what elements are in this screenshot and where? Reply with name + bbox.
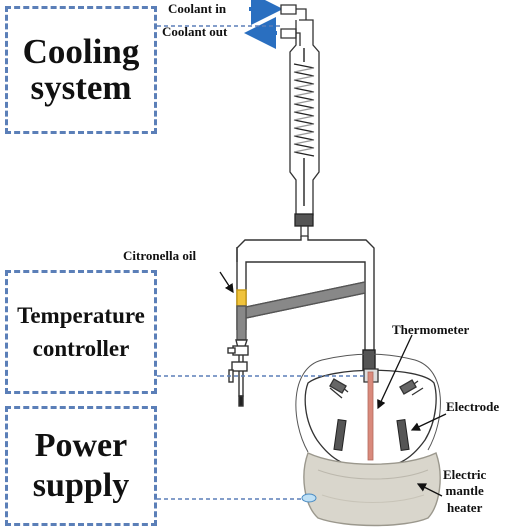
pointer-arrows [219,271,447,497]
heater-line-2: mantle [445,483,484,499]
condenser [280,4,320,237]
temperature-line-1: Temperature [17,302,145,328]
cooling-line-2: system [30,68,132,107]
coolant-in-label: Coolant in [168,1,227,16]
thermometer-label: Thermometer [392,322,470,337]
heater-line-1: Electric [443,467,487,482]
connector-lines [157,25,364,500]
temperature-controller-box: Temperature controller [5,270,157,394]
wire-loop [295,353,441,453]
heater-label: Electric mantle heater [443,467,486,516]
citronella-oil-label: Citronella oil [123,248,197,263]
cooling-line-1: Cooling [22,32,140,72]
power-line-1: Power [34,426,128,464]
electric-mantle [303,452,441,527]
electrode-left [333,419,347,451]
thermometer-probe [367,371,374,461]
temperature-line-2: controller [32,336,130,361]
power-connector [301,493,317,503]
distillation-head [227,236,376,407]
power-line-2: supply [32,467,130,504]
electrode-right [396,419,410,451]
power-supply-box: Power supply [5,406,157,526]
coolant-out-label: Coolant out [162,24,228,39]
electrode-label: Electrode [446,399,500,414]
condenser-coil [293,48,315,206]
heater-line-3: heater [446,499,483,515]
cooling-system-box: Cooling system [5,6,157,134]
